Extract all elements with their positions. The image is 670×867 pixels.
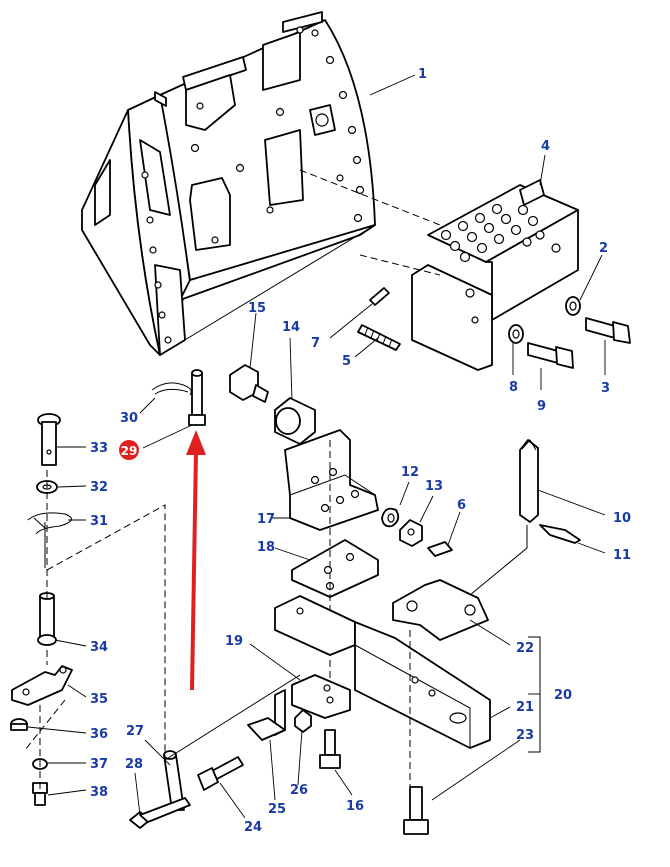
part-29-pin: [188, 369, 206, 426]
callout-29-badge[interactable]: 29: [119, 440, 139, 460]
part-34-pin: [37, 592, 57, 646]
part-6-grease-nipple: [427, 541, 453, 557]
callout-38[interactable]: 38: [90, 785, 108, 800]
callout-26[interactable]: 26: [290, 783, 308, 798]
callout-4[interactable]: 4: [541, 139, 550, 154]
part-8-washer: [508, 324, 524, 344]
part-4-perforated-bracket: [411, 179, 579, 371]
part-5-spring: [357, 324, 401, 351]
part-18-plate: [291, 539, 379, 598]
callout-8[interactable]: 8: [509, 380, 518, 395]
part-11-clip: [539, 524, 581, 544]
callout-1[interactable]: 1: [418, 67, 427, 82]
callout-13[interactable]: 13: [425, 479, 443, 494]
leader-lines: [27, 74, 606, 819]
part-36-spacer: [10, 718, 28, 731]
callout-35[interactable]: 35: [90, 692, 108, 707]
callout-28[interactable]: 28: [125, 757, 143, 772]
part-10-lift-pin: [519, 439, 539, 523]
callout-3[interactable]: 3: [601, 381, 610, 396]
callout-16[interactable]: 16: [346, 799, 364, 814]
callout-33[interactable]: 33: [90, 441, 108, 456]
part-21-drawbar-extension: [354, 621, 491, 749]
callout-14[interactable]: 14: [282, 320, 300, 335]
part-31-r-clip: [27, 512, 72, 535]
callout-2[interactable]: 2: [599, 241, 608, 256]
callout-18[interactable]: 18: [257, 540, 275, 555]
part-16-bolt: [319, 729, 341, 769]
callout-15[interactable]: 15: [248, 301, 266, 316]
part-9-bolt: [527, 342, 574, 369]
part-3-bolt: [585, 317, 631, 344]
callout-27[interactable]: 27: [126, 724, 144, 739]
part-19-drawbar: [274, 595, 356, 719]
callout-31[interactable]: 31: [90, 514, 108, 529]
callout-30[interactable]: 30: [120, 411, 138, 426]
part-28-linch-pin: [129, 797, 191, 829]
part-30-spring-clip: [151, 382, 192, 396]
part-33-pin: [37, 413, 61, 466]
callout-9[interactable]: 9: [537, 399, 546, 414]
callout-10[interactable]: 10: [613, 511, 631, 526]
callout-17[interactable]: 17: [257, 512, 275, 527]
part-15-stepped-pin: [229, 364, 269, 403]
part-22-drawbar-bracket: [392, 579, 489, 641]
callout-6[interactable]: 6: [457, 498, 466, 513]
part-17-angle-bracket: [284, 429, 379, 531]
callout-12[interactable]: 12: [401, 465, 419, 480]
callout-7[interactable]: 7: [311, 336, 320, 351]
callout-34[interactable]: 34: [90, 640, 108, 655]
callout-labels: 1 2 3 4 5 6 7 8 9 10 11 12 13 14 15 16 1…: [90, 67, 631, 835]
part-27-pin: [163, 750, 185, 811]
callout-22[interactable]: 22: [516, 641, 534, 656]
callout-25[interactable]: 25: [268, 802, 286, 817]
part-12-spring-washer: [381, 507, 400, 528]
callout-21[interactable]: 21: [516, 700, 534, 715]
callout-32[interactable]: 32: [90, 480, 108, 495]
callout-5[interactable]: 5: [342, 354, 351, 369]
part-13-nut: [399, 519, 423, 547]
part-24-bolt: [197, 756, 244, 791]
part-26-nut: [294, 709, 312, 733]
part-35-bracket: [11, 665, 73, 706]
part-25-hinge-pin: [247, 689, 286, 741]
part-14-bushing: [274, 397, 316, 445]
callout-24[interactable]: 24: [244, 820, 262, 835]
callout-37[interactable]: 37: [90, 757, 108, 772]
part-23-bolt: [403, 786, 429, 835]
callout-23[interactable]: 23: [516, 728, 534, 743]
part-1-main-casting: [81, 11, 376, 356]
part-2-washer: [565, 296, 581, 316]
callout-19[interactable]: 19: [225, 634, 243, 649]
part-7-roll-pin: [369, 287, 390, 306]
callout-36[interactable]: 36: [90, 727, 108, 742]
highlight-arrow: [186, 430, 206, 691]
callout-20[interactable]: 20: [554, 688, 572, 703]
callout-29[interactable]: 29: [121, 444, 138, 458]
callout-11[interactable]: 11: [613, 548, 631, 563]
